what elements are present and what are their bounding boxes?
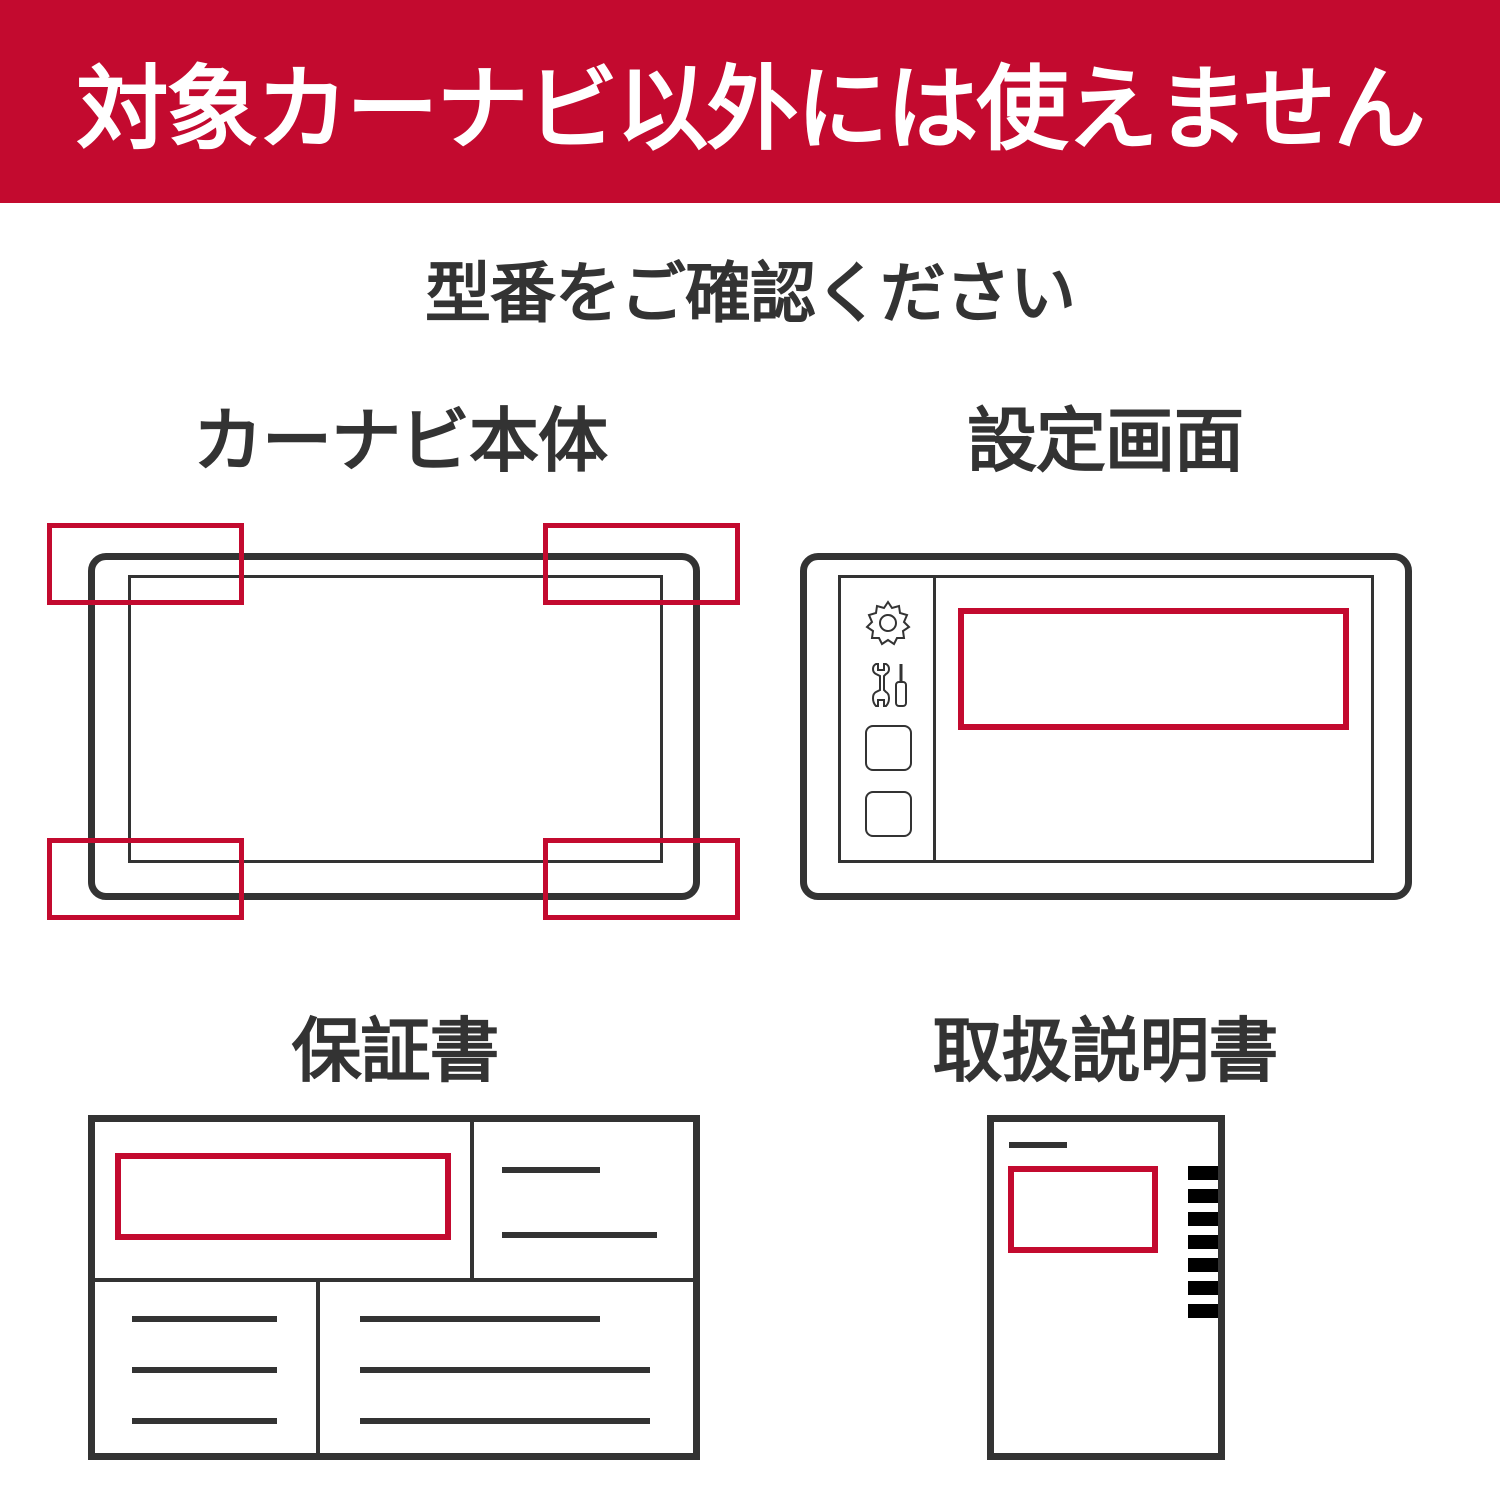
section-label-settings: 設定画面 (967, 400, 1244, 482)
warning-banner-text: 対象カーナビ以外には使えません (76, 56, 1425, 163)
text-line (132, 1316, 277, 1322)
section-label-car-nav: カーナビ本体 (193, 400, 608, 482)
index-tab (1188, 1304, 1218, 1318)
highlight-bottom-left (47, 838, 244, 920)
text-line (502, 1167, 600, 1173)
tools-icon (872, 663, 907, 707)
text-line (1009, 1142, 1067, 1148)
section-label-warranty: 保証書 (291, 1010, 500, 1092)
index-tab (1188, 1258, 1218, 1272)
warranty-divider-top (470, 1115, 474, 1280)
warranty-divider-bottom (316, 1280, 320, 1460)
index-tab (1188, 1166, 1218, 1180)
index-tab (1188, 1212, 1218, 1226)
car-nav-body (88, 553, 700, 900)
square-button-icon (865, 725, 912, 771)
text-line (132, 1367, 277, 1373)
warning-banner: 対象カーナビ以外には使えません (0, 0, 1500, 203)
index-tab (1188, 1189, 1218, 1203)
highlight-manual-model (1008, 1166, 1158, 1253)
square-button-icon (865, 791, 912, 837)
warranty-card-body (88, 1115, 700, 1460)
highlight-model-info (958, 608, 1349, 730)
car-nav-screen (128, 575, 663, 863)
settings-screen (838, 575, 1374, 863)
text-line (360, 1418, 650, 1424)
highlight-top-left (47, 523, 244, 605)
section-label-manual: 取扱説明書 (932, 1010, 1279, 1092)
highlight-warranty-model (115, 1153, 451, 1240)
index-tab (1188, 1281, 1218, 1295)
index-tab (1188, 1235, 1218, 1249)
text-line (360, 1367, 650, 1373)
text-line (132, 1418, 277, 1424)
subtitle: 型番をご確認ください (425, 255, 1076, 332)
warranty-divider-horizontal (88, 1278, 700, 1282)
text-line (502, 1232, 657, 1238)
gear-icon (865, 600, 911, 646)
highlight-top-right (543, 523, 740, 605)
settings-device-body (800, 553, 1412, 900)
settings-sidebar-divider (933, 575, 936, 863)
highlight-bottom-right (543, 838, 740, 920)
manual-body (987, 1115, 1225, 1460)
text-line (360, 1316, 600, 1322)
